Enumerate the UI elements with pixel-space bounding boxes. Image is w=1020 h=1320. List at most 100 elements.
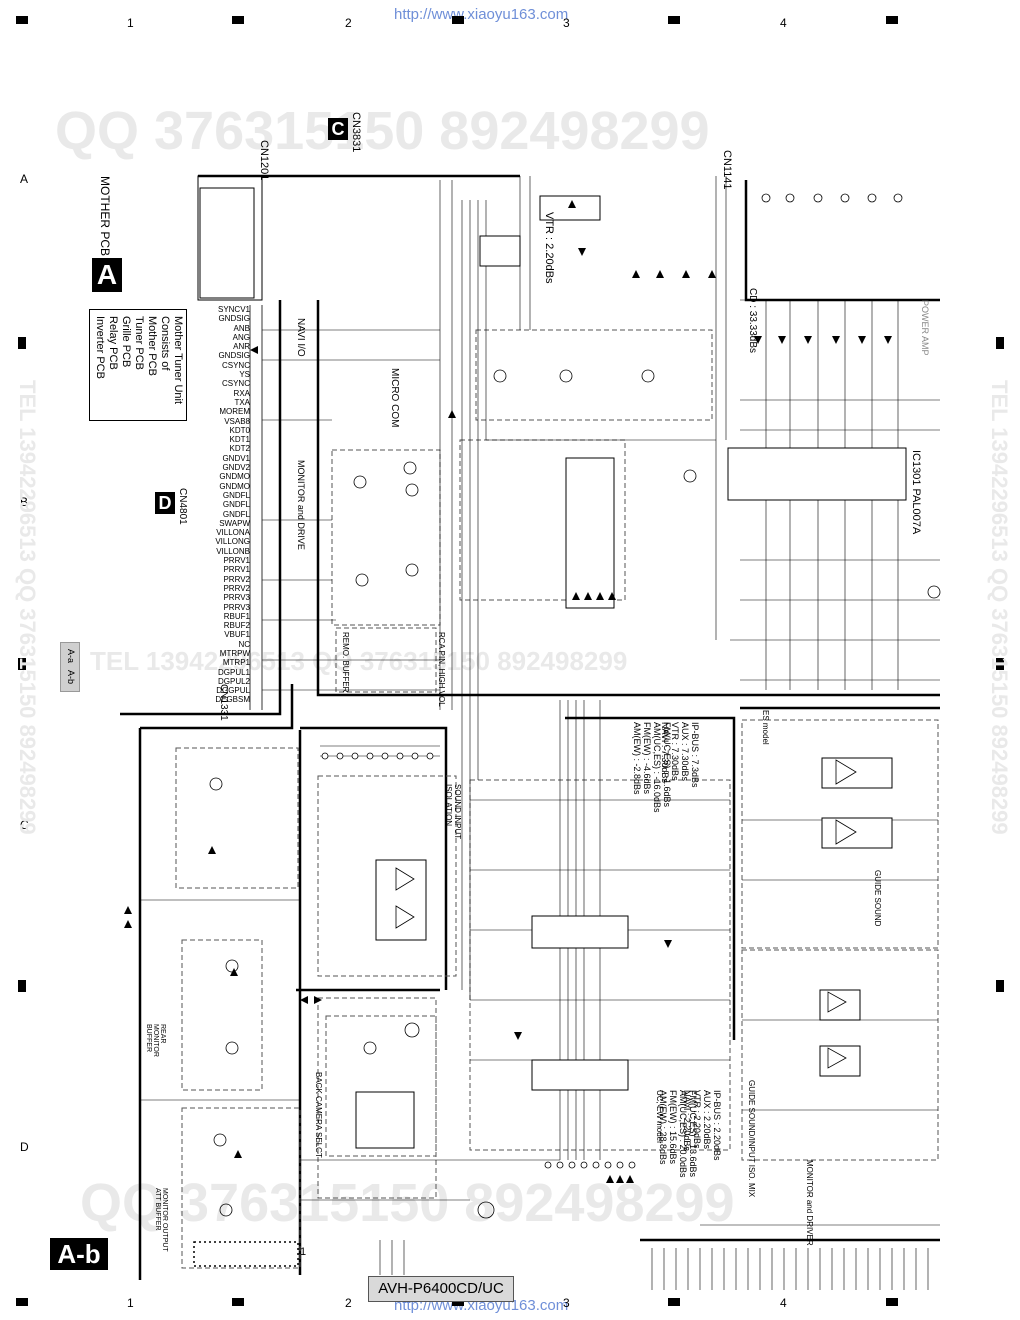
row-letter-b: B [20,495,29,509]
pin-label: MTRP1 [222,658,250,668]
pin-label: PRRV3 [223,602,250,612]
cn1201-label: CN1201 [258,140,270,181]
ic1301-label: IC1301 PAL007A [910,450,922,535]
level-note-navi2: NAVI : 2.20dBs [682,1090,692,1151]
registration-mark [18,980,26,992]
pin-label: PRRV2 [223,583,250,593]
registration-mark [452,16,464,24]
pin-label: DGPUL1 [217,667,250,677]
registration-mark [232,16,244,24]
column-number-1-bottom: 1 [127,1296,134,1310]
pin-label: SWAPW [219,518,250,528]
registration-mark [232,1298,244,1306]
micro-com-label: MICRO COM [389,368,400,428]
pin-label: DGPUL2 [217,676,250,686]
pin-label: KDT2 [229,444,250,454]
level-notes-bottom-right: IP-BUS : 2.20dBs AUX : 2.20dBs VTR : 2.2… [682,1090,722,1161]
registration-mark [668,1298,680,1306]
registration-mark [668,16,680,24]
page-tag: A-b [50,1238,108,1270]
unit-description-box: Mother Tuner Unit Consists of Mother PCB… [89,309,187,421]
level-notes-top-right: IP-BUS : 7.3dBs AUX : 7.30dBs VTR : 7.30… [660,722,700,788]
model-label: AVH-P6400CD/UC [368,1276,514,1302]
pin-label: DGGPUL [216,686,250,696]
registration-mark [452,1298,464,1306]
pin-label: GNDV1 [222,453,250,463]
row-letter-c: C [20,818,29,832]
level-note-fmew2: FM(EW) : 15.6dBs [668,1090,678,1165]
pin-label: RXA [233,388,250,398]
pin-label: DEGBSM [215,695,250,705]
navi-io-label: NAVI I/O [295,318,306,357]
rca-pin-label: RCA PIN, HIGH VOL [437,632,446,707]
registration-mark [18,658,26,670]
registration-mark [996,658,1004,670]
pin-label: KDT0 [229,425,250,435]
sound-input-isolation-label: SOUND INPUT ISOLATION [444,784,462,839]
pin-label: GNDMO [219,472,250,482]
watermark-mid: TEL 13942296513 QQ 376315150 892498299 [90,646,628,676]
registration-mark [886,1298,898,1306]
power-amp-label: POWER AMP [920,300,930,356]
registration-mark [16,16,28,24]
registration-mark [16,1298,28,1306]
monitor-drive-label: MONITOR and DRIVE [296,460,306,550]
registration-mark [996,980,1004,992]
remo-buffer-label: REMO. BUFFER [341,632,350,693]
pin-label: MTRPW [219,648,250,658]
level-note-vtr2: VTR : 2.20dBs [692,1090,702,1149]
pin-label: RBUF1 [223,611,250,621]
column-number-4: 4 [780,16,787,30]
level-note-ipbus2: IP-BUS : 2.20dBs [712,1090,722,1161]
level-note-aux2: AUX : 2.20dBs [702,1090,712,1150]
es-model-label: ES model [761,710,770,745]
page-tab-strip: A-a A-b [60,642,80,692]
monitor-output-att-label: MONITOR OUTPUT ATT BUFFER [154,1188,168,1252]
pin-label: ANB [233,323,250,333]
column-number-3: 3 [563,16,570,30]
pin-label: VILLONA [216,528,250,538]
row-letter-d: D [20,1140,29,1154]
cn1141-label: CN1141 [721,150,733,190]
pin-label: VILLONB [216,546,250,556]
pin-label: PRRV1 [223,565,250,575]
registration-mark [886,16,898,24]
pin-label: VBUF1 [224,630,250,640]
registration-mark [996,337,1004,349]
pin-label: PRRV3 [223,593,250,603]
pin-label: ANR [233,342,250,352]
top-url[interactable]: http://www.xiaoyu163.com [394,6,569,23]
cn1331-pin-list: SYNCV1 GNDSIG ANB ANG ANR GNDSIG CSYNC Y… [200,305,250,705]
pin-label: VSAB8 [224,416,250,426]
pin-label: GNDSIG [218,314,250,324]
level-note-navi: NAVI : 7.30dBs [660,722,670,783]
pin-label: KDT1 [229,435,250,445]
level-note-fmew: FM(EW) : -4.6dBs [642,722,652,795]
column-number-4-bottom: 4 [780,1296,787,1310]
vtr-level-label: VTR : 2.20dBs [543,212,555,284]
registration-mark [18,337,26,349]
pin-label: GNDFL [222,490,250,500]
pin-label: GNDSIG [218,351,250,361]
level-note-ipbus: IP-BUS : 7.3dBs [690,722,700,788]
column-number-3-bottom: 3 [563,1296,570,1310]
column-number-1: 1 [127,16,134,30]
column-number-2-bottom: 2 [345,1296,352,1310]
pin-label: RBUF2 [223,621,250,631]
pin-label: VILLONG [215,537,250,547]
pcb-d-tag: D [155,492,175,514]
pin-label: GNDV2 [222,463,250,473]
guide-sound-iso-label: GUIDE SOUND/INPUT ISO. MIX [747,1080,756,1198]
pin-label: SYNCV1 [217,305,250,314]
pin-label: TXA [234,397,250,407]
monitor-and-driver-label: MONITOR and DRIVER [805,1160,814,1246]
row-letter-a: A [20,172,29,186]
pin-one-label: 1 [300,1246,307,1258]
level-note-amew2: AM(EW) : 28.8dBs [658,1090,668,1165]
column-number-2: 2 [345,16,352,30]
pin-label: CSYNC [221,360,250,370]
level-note-aux: AUX : 7.30dBs [680,722,690,782]
watermark-qq: QQ 376315150 892498299 [55,101,710,161]
pin-label: PRRV2 [223,574,250,584]
